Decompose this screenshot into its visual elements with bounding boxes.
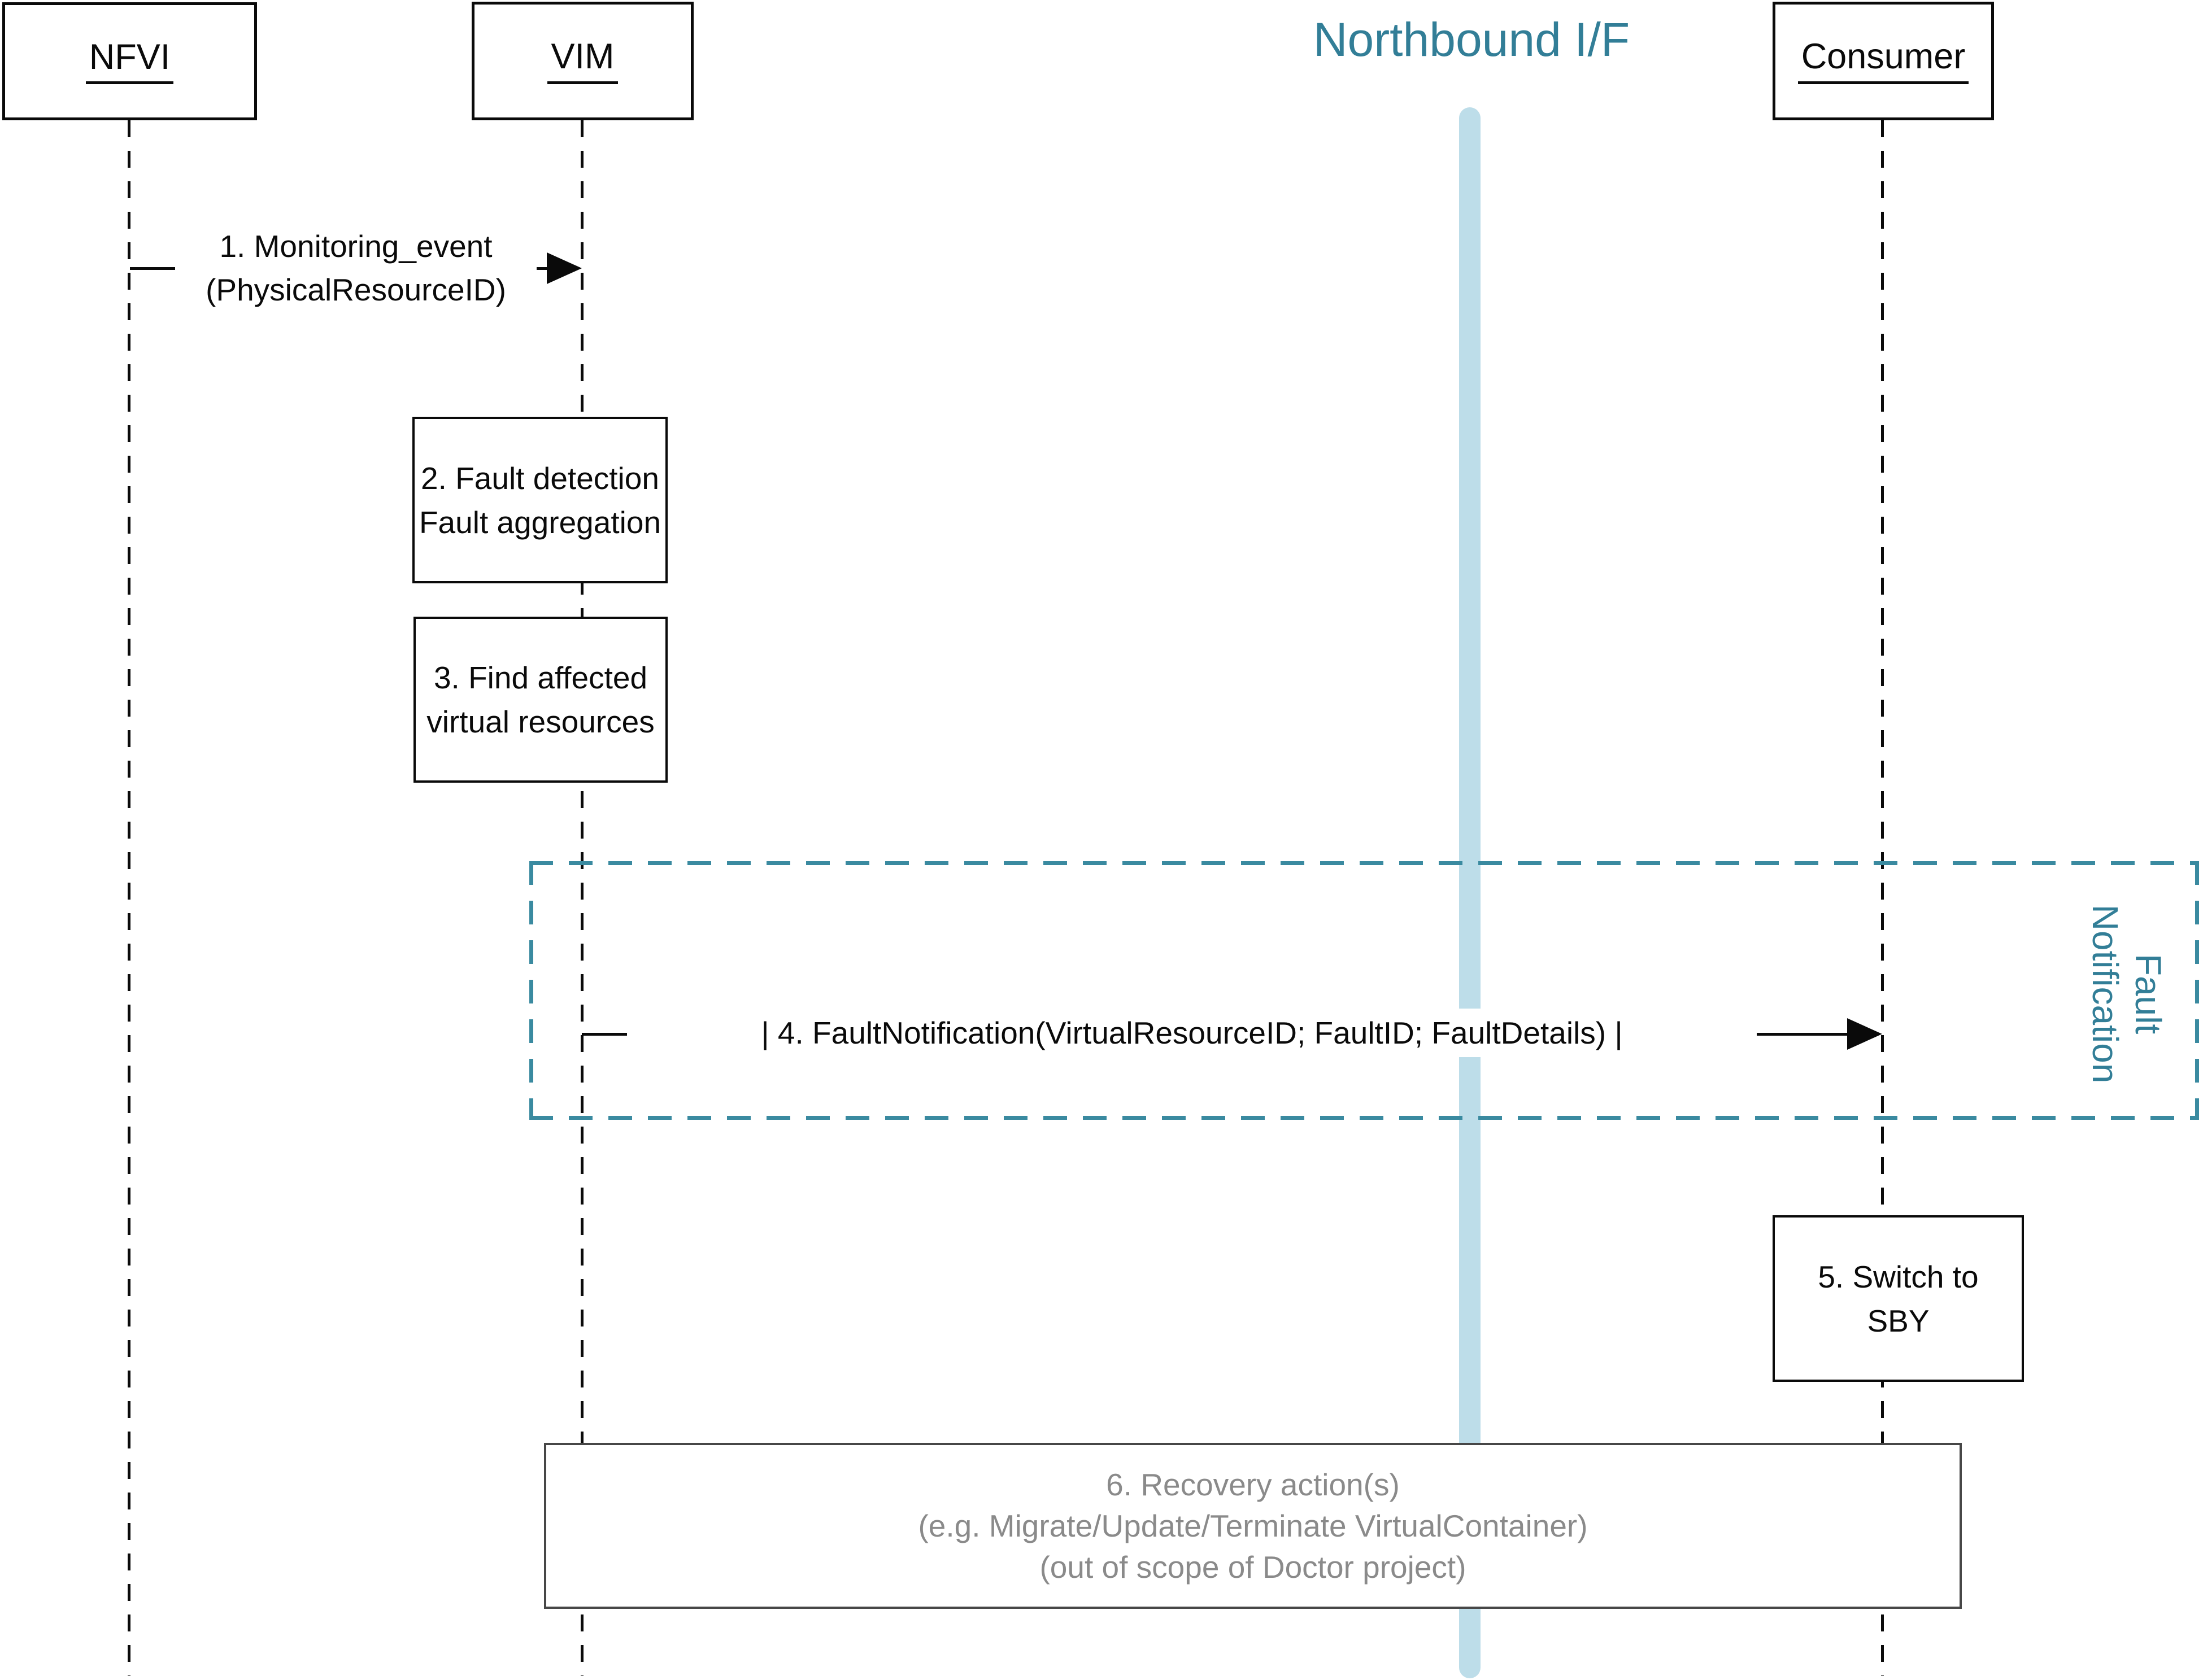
message-4-arrowhead-icon <box>1847 1018 1882 1050</box>
actor-box-consumer: Consumer <box>1773 2 1994 120</box>
northbound-interface-title: Northbound I/F <box>1313 13 1630 66</box>
lifeline-vim <box>581 120 584 1676</box>
activity-box-step5: 5. Switch to SBY <box>1773 1215 2024 1382</box>
fault-frame-label: Fault Notification <box>2085 864 2170 1124</box>
step3-line2: virtual resources <box>426 704 655 739</box>
actor-label-consumer: Consumer <box>1797 38 1969 84</box>
step6-line2: (e.g. Migrate/Update/Terminate VirtualCo… <box>918 1508 1588 1543</box>
lifeline-consumer <box>1881 120 1884 1676</box>
actor-box-vim: VIM <box>472 2 694 120</box>
fault-frame-bottom-edge <box>529 1116 2199 1120</box>
step3-line1: 3. Find affected <box>433 660 648 695</box>
fault-frame-top-edge <box>529 861 2199 865</box>
actor-label-nfvi: NFVI <box>85 38 174 85</box>
recovery-action-box: 6. Recovery action(s) (e.g. Migrate/Upda… <box>544 1443 1962 1609</box>
step5-line1: 5. Switch to <box>1818 1259 1979 1294</box>
step6-line3: (out of scope of Doctor project) <box>1039 1549 1466 1585</box>
step6-line1: 6. Recovery action(s) <box>1106 1467 1400 1502</box>
message-1-line2: (PhysicalResourceID) <box>206 272 506 307</box>
fault-frame-left-edge <box>529 861 533 1120</box>
northbound-interface-line <box>1459 107 1481 1678</box>
activity-box-step3: 3. Find affected virtual resources <box>413 617 668 783</box>
message-4-label: | 4. FaultNotification(VirtualResourceID… <box>627 1009 1757 1057</box>
fault-frame-label-line2: Notification <box>2085 904 2126 1084</box>
activity-box-step2: 2. Fault detection Fault aggregation <box>412 417 668 583</box>
step5-line2: SBY <box>1867 1303 1930 1338</box>
step2-line1: 2. Fault detection <box>421 460 659 496</box>
message-1-label: 1. Monitoring_event (PhysicalResourceID) <box>175 225 537 312</box>
fault-frame-label-line1: Fault <box>2128 953 2169 1035</box>
step2-line2: Fault aggregation <box>419 504 661 540</box>
fault-frame-right-edge <box>2195 861 2199 1120</box>
lifeline-nfvi <box>128 120 130 1676</box>
message-1-arrowhead-icon <box>547 252 582 284</box>
message-1-line1: 1. Monitoring_event <box>219 229 493 264</box>
actor-label-vim: VIM <box>547 38 618 84</box>
actor-box-nfvi: NFVI <box>2 2 257 120</box>
